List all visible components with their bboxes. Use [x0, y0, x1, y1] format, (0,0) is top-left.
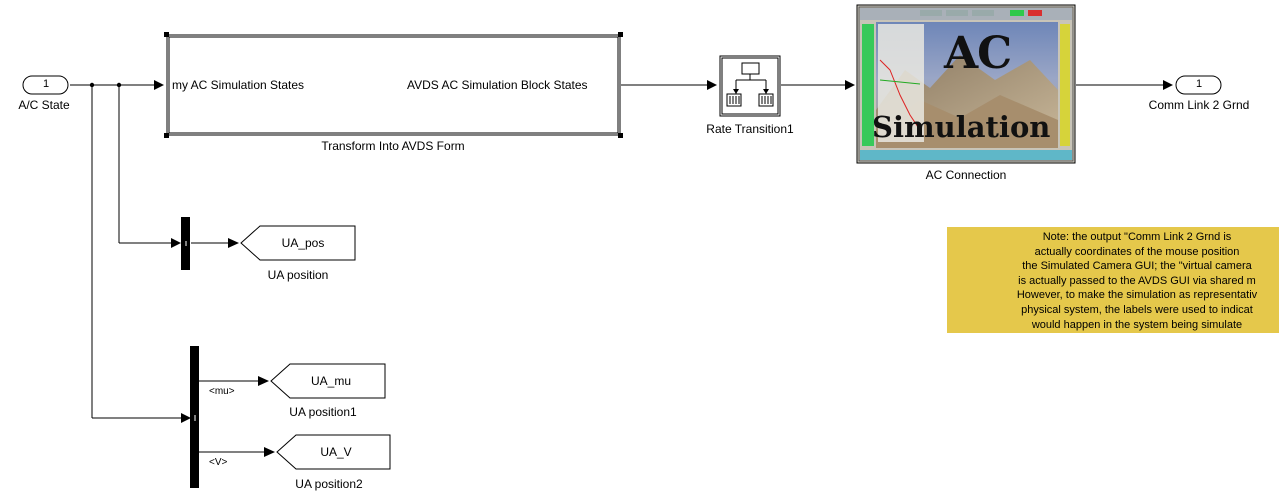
goto-label-ua-position: UA position	[267, 268, 329, 282]
inport-label: A/C State	[18, 98, 70, 112]
arrowhead	[264, 447, 275, 457]
goto-block-ua-v[interactable]	[276, 434, 391, 470]
note-line: Note: the output "Comm Link 2 Grnd is	[1042, 231, 1232, 243]
arrowhead	[228, 238, 239, 248]
note-line: physical system, the labels were used to…	[1021, 303, 1253, 316]
signal-label-v: <V>	[209, 457, 228, 468]
outport-block[interactable]	[1175, 75, 1222, 95]
arrowhead	[181, 413, 191, 423]
arrowhead	[845, 80, 855, 90]
note-line: would happen in the system being simulat…	[1031, 318, 1243, 331]
note-line: actually coordinates of the mouse positi…	[1034, 245, 1240, 258]
arrowhead	[707, 80, 717, 90]
goto-block-ua-mu[interactable]	[270, 363, 386, 399]
selection-handle[interactable]	[164, 32, 169, 37]
ac-connection-label: AC Connection	[925, 168, 1007, 182]
goto-label-ua-position1: UA position1	[289, 405, 357, 419]
signal-lines	[70, 84, 1163, 453]
branch-dot	[89, 82, 95, 88]
arrowhead	[258, 376, 269, 386]
status-light	[1028, 10, 1042, 16]
arrowhead	[171, 238, 181, 248]
goto-tag-ua-pos: UA_pos	[281, 236, 325, 250]
selection-handle[interactable]	[618, 133, 623, 138]
inport-number: 1	[42, 78, 50, 90]
ac-connection-block[interactable]	[856, 4, 1076, 164]
goto-tag-ua-mu: UA_mu	[310, 374, 352, 388]
annotation-note[interactable]: Note: the output "Comm Link 2 Grnd is ac…	[947, 227, 1279, 333]
branch-points	[89, 82, 122, 88]
ac-image-text-top: AC	[944, 28, 1012, 79]
rate-transition-block[interactable]	[719, 55, 781, 117]
arrowhead	[1163, 80, 1173, 90]
note-line: the Simulated Camera GUI; the "virtual c…	[1022, 260, 1252, 273]
annotation-note-text: Note: the output "Comm Link 2 Grnd is ac…	[957, 230, 1279, 332]
selection-handle[interactable]	[164, 133, 169, 138]
arrowheads	[154, 80, 1173, 457]
toolbar-button	[946, 10, 968, 16]
subsystem-input-port-label: my AC Simulation States	[172, 78, 305, 92]
rate-transition-label: Rate Transition1	[706, 122, 794, 136]
outport-label: Comm Link 2 Grnd	[1148, 98, 1250, 112]
toolbar-button	[972, 10, 994, 16]
note-line: is actually passed to the AVDS GUI via s…	[1018, 274, 1256, 287]
goto-block-ua-pos[interactable]	[240, 225, 356, 261]
outport-number: 1	[1195, 78, 1203, 90]
subsystem-label: Transform Into AVDS Form	[321, 139, 465, 153]
goto-tag-ua-v: UA_V	[320, 445, 352, 459]
inport-block[interactable]	[22, 75, 69, 95]
subsystem-output-port-label: AVDS AC Simulation Block States	[407, 78, 588, 92]
note-line: However, to make the simulation as repre…	[1016, 289, 1258, 302]
ac-image-text-bottom: Simulation	[872, 110, 1051, 144]
subsystem-block[interactable]	[164, 32, 623, 138]
status-light	[1010, 10, 1024, 16]
toolbar-button	[920, 10, 942, 16]
arrowhead	[154, 80, 164, 90]
goto-label-ua-position2: UA position2	[295, 477, 363, 491]
branch-dot	[116, 82, 122, 88]
signal-label-mu: <mu>	[209, 386, 235, 397]
selection-handle[interactable]	[618, 32, 623, 37]
